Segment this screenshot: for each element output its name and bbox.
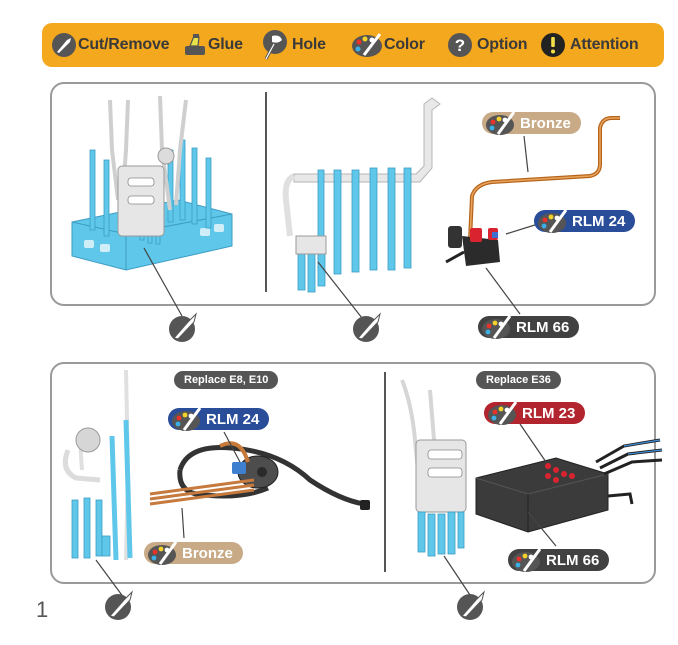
step2-divider: [384, 372, 386, 572]
palette-icon: [538, 209, 568, 233]
black-box-assembly: [475, 438, 663, 533]
tag-bronze-label: Bronze: [182, 544, 233, 562]
legend-label-hole: Hole: [292, 36, 326, 53]
question-icon: ?: [448, 33, 472, 57]
sprue-left-top: [71, 95, 233, 271]
tag-rlm24-label: RLM 24: [572, 212, 626, 230]
palette-icon: [352, 33, 382, 57]
legend-item-option: ? Option: [447, 23, 528, 67]
legend-label-color: Color: [384, 36, 425, 53]
palette-icon: [148, 541, 178, 565]
tag-rlm24-step2: RLM 24: [168, 407, 270, 431]
palette-icon: [488, 401, 518, 425]
step1-divider: [265, 92, 267, 292]
palette-icon: [172, 407, 202, 431]
valve-hose-assembly: [149, 441, 370, 510]
knife-icon: [457, 590, 485, 620]
leader-lines-step2: [95, 423, 557, 599]
legend-bar: Cut/Remove Glue Hole Color: [42, 23, 664, 67]
legend-label-cut: Cut/Remove: [78, 36, 170, 53]
knife-icon: [353, 312, 381, 342]
sprue-middle-top: [282, 97, 441, 293]
palette-icon: [512, 548, 542, 572]
svg-text:?: ?: [455, 36, 465, 55]
tag-rlm66-step1: RLM 66: [478, 315, 580, 339]
leader-lines-step1: [143, 135, 539, 319]
legend-label-option: Option: [477, 36, 528, 53]
legend-label-attention: Attention: [570, 36, 639, 53]
replace-e8-e10-badge: Replace E8, E10: [174, 371, 279, 389]
page-number: 1: [36, 597, 49, 622]
tag-rlm23-step2: RLM 23: [484, 401, 586, 425]
legend-item-cut: Cut/Remove: [50, 23, 170, 67]
glue-icon: [185, 34, 205, 55]
tag-bronze-step1: Bronze: [482, 111, 581, 135]
legend-item-color: Color: [350, 23, 425, 67]
knife-icon: [52, 33, 76, 57]
knife-icon: [169, 312, 197, 342]
sprue-left-bottom: [62, 369, 133, 561]
legend-item-hole: Hole: [258, 23, 326, 67]
tag-rlm23-label: RLM 23: [522, 404, 576, 422]
replace-e36-badge: Replace E36: [476, 371, 561, 389]
knife-icon: [105, 590, 133, 620]
tag-bronze-step2: Bronze: [144, 541, 243, 565]
sprue-right-bottom: [400, 379, 467, 557]
palette-icon: [482, 315, 512, 339]
tag-rlm66-step2: RLM 66: [508, 548, 610, 572]
legend-item-glue: Glue: [182, 23, 243, 67]
bronze-pipe-assembly: [445, 116, 620, 266]
drill-icon: [263, 30, 287, 60]
exclamation-icon: [541, 33, 565, 57]
tag-rlm66-label: RLM 66: [546, 551, 600, 569]
tag-rlm66-label: RLM 66: [516, 318, 570, 336]
legend-item-attention: Attention: [540, 23, 639, 67]
palette-icon: [486, 111, 516, 135]
legend-label-glue: Glue: [208, 36, 243, 53]
tag-rlm24-label: RLM 24: [206, 410, 260, 428]
tag-rlm24-step1: RLM 24: [534, 209, 636, 233]
tag-bronze-label: Bronze: [520, 114, 571, 132]
